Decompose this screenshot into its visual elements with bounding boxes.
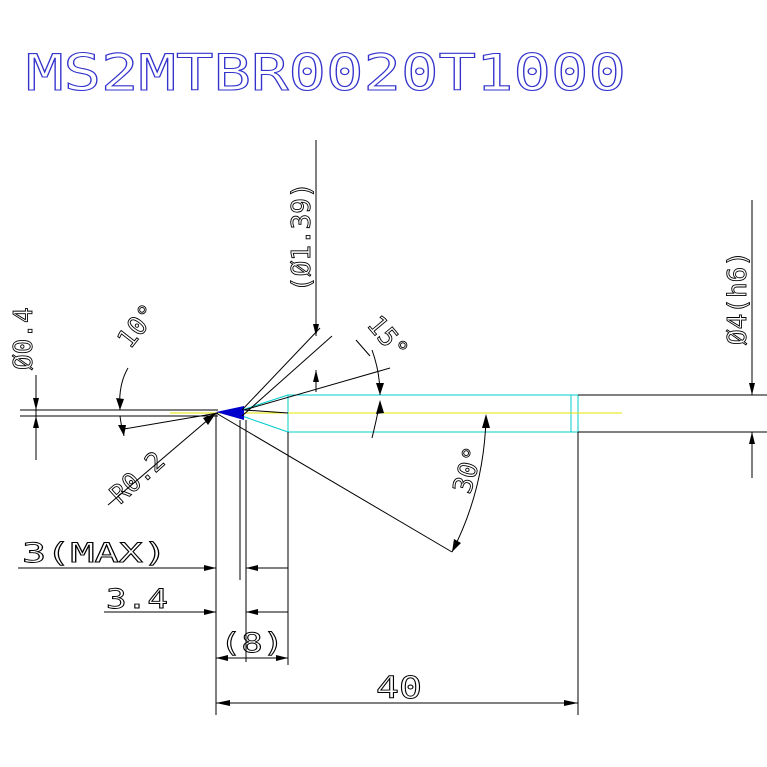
overall-length-dim: 40: [216, 671, 578, 706]
tip-diameter-dim: Ø0.4: [9, 307, 218, 460]
extension-lines: [215, 413, 579, 715]
neck-diameter-dim: (Ø1.39): [241, 140, 333, 417]
taper-top-edge: [241, 394, 289, 411]
max-length-label: 3(MAX): [22, 538, 167, 569]
taper-angle-label: 30°: [448, 444, 490, 497]
tip-diameter-label: Ø0.4: [9, 307, 39, 370]
tip-neck-line: [243, 409, 289, 414]
shank-diameter-dim: Ø4(h6): [723, 200, 755, 478]
neck-length-label: (8): [220, 628, 284, 659]
taper-angle-dim: 30°: [215, 400, 490, 553]
effective-length-label: 3.4: [106, 584, 168, 615]
tip-angle-label: 10°: [112, 299, 165, 354]
cutting-tip: [216, 406, 244, 420]
neck-length-dim: (8): [216, 628, 288, 661]
shank-extension-lines: [578, 394, 767, 433]
neck-diameter-label: (Ø1.39): [287, 182, 317, 292]
overall-length-label: 40: [376, 671, 422, 706]
neck-angle-label: 15°: [361, 310, 414, 365]
shank-diameter-label: Ø4(h6): [723, 251, 753, 345]
part-number-title: MS2MTBR0020T1000: [26, 44, 626, 102]
corner-radius-label: R0.2: [105, 446, 172, 510]
effective-length-dim: 3.4: [104, 584, 288, 615]
tip-angle-dim: 10°: [111, 298, 219, 437]
max-length-dim: 3(MAX): [18, 538, 288, 571]
taper-bottom-edge: [241, 415, 289, 433]
